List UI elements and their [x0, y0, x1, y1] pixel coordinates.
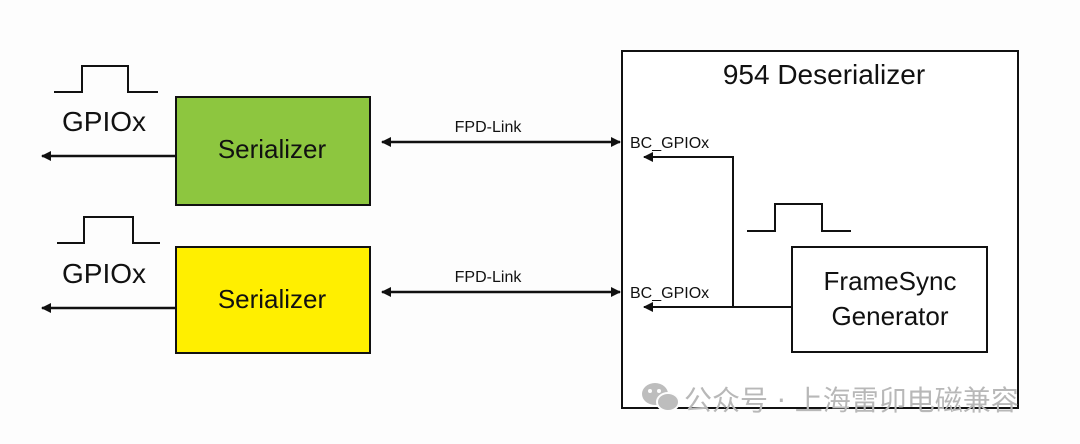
watermark: 公众号 · 上海雷卯电磁兼容 — [642, 383, 1019, 417]
deserializer-title: 954 Deserializer — [723, 59, 925, 90]
gpio-output-label: GPIOx — [62, 258, 146, 289]
pulse-waveform-icon — [54, 65, 158, 93]
pulse-waveform-icon — [57, 216, 160, 244]
framesync-pulse-waveform-icon — [747, 203, 851, 232]
wechat-icon — [642, 383, 680, 412]
fpd-link-label: FPD-Link — [455, 269, 523, 286]
serializer-bottom: GPIOx Serializer FPD-Link BC_GPIOx — [41, 216, 709, 354]
bc-gpio-port-label: BC_GPIOx — [630, 285, 709, 302]
framesync-generator-label-line1: FrameSync — [824, 266, 957, 296]
serializer-box — [175, 246, 371, 354]
watermark-text: 公众号 · 上海雷卯电磁兼容 — [684, 384, 1019, 417]
serializer-label: Serializer — [218, 134, 327, 164]
serializer-top: GPIOx Serializer FPD-Link BC_GPIOx — [41, 65, 709, 206]
bc-gpio-port-label: BC_GPIOx — [630, 135, 709, 152]
framesync-generator-box — [791, 246, 988, 353]
fpd-link-label: FPD-Link — [455, 119, 523, 136]
framesync-generator-label-line2: Generator — [831, 301, 948, 331]
serializer-box — [175, 96, 371, 206]
deserializer-box — [621, 50, 1019, 409]
serializer-label: Serializer — [218, 284, 327, 314]
gpio-output-label: GPIOx — [62, 106, 146, 137]
framesync-to-top-port-line — [643, 152, 792, 308]
